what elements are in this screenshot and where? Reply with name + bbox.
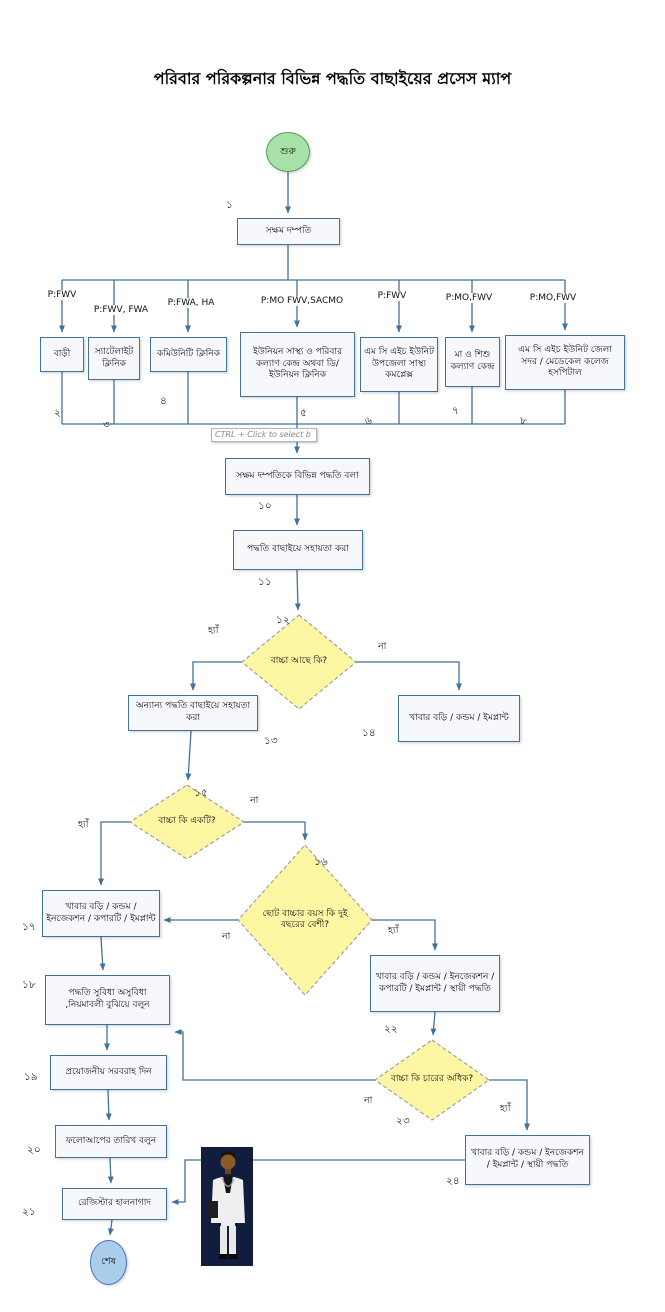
step-number-10: ১০ (258, 500, 272, 512)
decision-has-children: বাচ্চা আছে কি? (270, 656, 328, 667)
process-box-pill-condom-implant: খাবার বড়ি / কন্ডম / ইমপ্লান্ট (398, 695, 520, 742)
process-box-mch-unit-district: এম সি এইচ ইউনিট জেলা সদর / মেডেকেল কলেজ … (505, 335, 625, 390)
decision-shape-has-children (241, 614, 357, 710)
start-terminator: শুরু (266, 132, 310, 172)
step-number-14: ১৪ (362, 727, 376, 739)
step-number-18: ১৮ (22, 979, 36, 991)
provider-label-mcwc: P:MO,FWV (444, 293, 494, 303)
step-number-19: ১৯ (24, 1071, 38, 1083)
process-box-methods-over-four: খাবার বড়ি / কন্ডম / ইনজেকশন / ইমপ্লান্ট… (465, 1135, 590, 1185)
process-box-help-choose-method: পদ্ধতি বাছাইয়ে সহায়তা করা (233, 530, 363, 570)
process-box-methods-over-two: খাবার বড়ি / কন্ডম / ইনজেকশন / কপারটি / … (370, 955, 500, 1012)
doctor-illustration (201, 1147, 253, 1266)
process-box-home: বাড়ী (40, 337, 84, 372)
step-number-22: ২২ (384, 1023, 398, 1035)
provider-label-satellite: P:FWV, FWA (92, 305, 150, 315)
provider-label-home: P:FWV (46, 290, 78, 300)
process-box-explain-methods: সক্ষম দম্পতিকে বিভিন্ন পদ্ধতি বলা (225, 458, 370, 495)
step-number-20: ২০ (27, 1144, 41, 1156)
doctor-coat (211, 1176, 245, 1226)
step-number-4: ৪ (160, 395, 167, 407)
process-box-give-supplies: প্রয়োজনীয় সরবরাহ দিন (50, 1055, 167, 1090)
step-number-12: ১২ (276, 614, 290, 626)
process-box-satellite-clinic: স্যাটেলাইট ক্লিনিক (88, 337, 140, 380)
provider-label-union: P:MO FWV,SACMO (259, 296, 345, 306)
provider-label-district: P:MO,FWV (528, 293, 578, 303)
step-number-8: ৮ (520, 415, 527, 427)
step-number-24: ২৪ (446, 1175, 460, 1187)
process-box-mother-child-centre: মা ও শিশু কল্যাণ কেন্দ্র (445, 337, 500, 387)
process-box-community-clinic: কমিউনিটি ক্লিনিক (150, 337, 227, 372)
no-label-one-child: না (250, 795, 259, 806)
decision-child-over-two: ছোট বাচ্চার বয়স কি দুই বছরের বেশী? (262, 908, 348, 930)
decision-diamond-shapes (128, 614, 490, 1121)
yes-label-more-than-four: হ্যাঁ (500, 1103, 511, 1114)
yes-label-child-over-two: হ্যাঁ (388, 925, 399, 936)
process-box-followup-date: ফলোআপের তারিখ বলুন (55, 1125, 167, 1158)
step-number-11: ১১ (258, 576, 272, 588)
decision-more-than-four: বাচ্চা কি চারের অধিক? (390, 1074, 474, 1085)
step-number-7: ৭ (452, 405, 459, 417)
doctor-image (201, 1147, 253, 1266)
end-terminator: শেষ (90, 1240, 127, 1285)
step-number-15: ১৫ (194, 787, 208, 799)
yes-label-one-child: হ্যাঁ (78, 819, 89, 830)
step-number-13: ১৩ (264, 735, 278, 747)
yes-label-has-children: হ্যাঁ (208, 625, 219, 636)
decision-shape-child-over-two (237, 844, 373, 996)
provider-label-upazila: P:FWV (376, 291, 408, 301)
step-number-17: ১৭ (22, 921, 36, 933)
decision-shape-more-than-four (374, 1039, 490, 1121)
selection-tooltip: CTRL + Click to select b (211, 428, 317, 442)
decision-one-child: বাচ্চা কি একটি? (158, 816, 216, 827)
step-number-21: ২১ (22, 1206, 36, 1218)
step-number-5: ৫ (300, 407, 307, 419)
step-number-2: ২ (54, 407, 61, 419)
process-box-explain-pros-cons: পদ্ধতি সুবিধা অসুবিধা ,নিয়মাবলী বুঝিয়ে… (45, 975, 170, 1025)
process-box-mch-unit-upazila: এম সি এইচ ইউনিট উপজেলা সাস্থ্য কমপ্লেক্স (360, 337, 438, 392)
step-number-1: ১ (226, 199, 233, 211)
stethoscope (221, 1177, 235, 1187)
page-title: পরিবার পরিকল্পনার বিভিন্ন পদ্ধতি বাছাইয়… (153, 69, 512, 88)
doctor-clipboard (207, 1201, 218, 1218)
no-label-has-children: না (378, 641, 387, 652)
process-box-update-register: রেজিস্টার হালনাগাদ (62, 1188, 167, 1220)
no-label-child-over-two: না (222, 931, 231, 942)
provider-label-community: P:FWA, HA (166, 298, 216, 308)
process-box-help-choose-other: অন্যান্য পদ্ধতি বাছাইয়ে সহায়তা করা (128, 695, 258, 731)
process-box-eligible-couple: সক্ষম দম্পতি (237, 218, 340, 245)
doctor-head (220, 1154, 236, 1170)
flow-arrows (59, 172, 568, 1236)
process-box-union-health-centre: ইউনিয়ন সাস্থ্য ও পরিবার কল্যাণ কেন্দ্র … (240, 332, 355, 397)
step-number-3: ৩ (103, 419, 110, 431)
decision-shape-one-child (128, 784, 246, 860)
no-label-more-than-four: না (364, 1095, 373, 1106)
step-number-6: ৬ (365, 415, 372, 427)
process-box-methods-one-child: খাবার বড়ি / কন্ডম / ইনজেকশন / কপারটি / … (42, 890, 160, 937)
step-number-16: ১৬ (314, 856, 328, 868)
step-number-23: ২৩ (396, 1115, 410, 1127)
